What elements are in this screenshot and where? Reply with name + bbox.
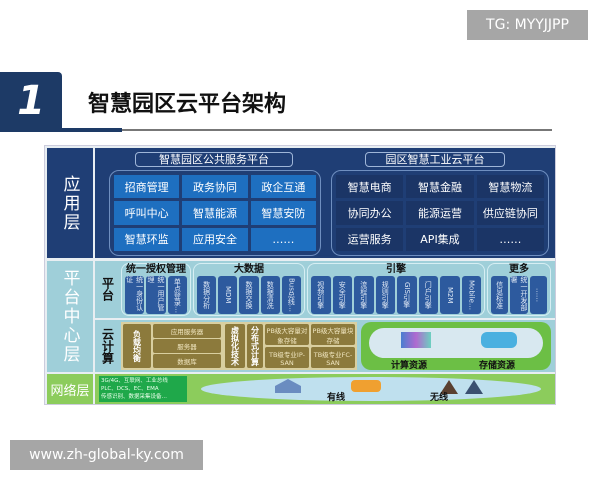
network-item: PLC、DCS、EC、EMA (101, 386, 159, 392)
virtualization: 虚拟化技术 (225, 324, 245, 368)
app-cell: …… (476, 227, 544, 251)
app-cell: 智慧电商 (336, 175, 404, 199)
app-cell: 招商管理 (114, 175, 180, 199)
layer-label-platform-center: 平台中心层 (47, 261, 93, 372)
ip-san: TB级专业IP-SAN (265, 347, 309, 368)
storage-disks-icon (481, 332, 517, 348)
platform-item: 安全引擎 (332, 276, 352, 314)
public-platform-title: 智慧园区公共服务平台 (135, 152, 293, 167)
platform-item: Bus总线… (281, 276, 302, 314)
platform-item: M2M (440, 276, 460, 314)
public-platform-grid: 招商管理政务协同政企互通呼叫中心智慧能源智慧安防智慧环监应用安全…… (109, 170, 321, 256)
resource-pool: 计算资源 存储资源 (361, 322, 551, 371)
app-cell: 供应链协同 (476, 201, 544, 225)
architecture-diagram: 应用层 平台中心层 网络层 智慧园区公共服务平台 招商管理政务协同政企互通呼叫中… (44, 145, 556, 405)
cloud-label: 云计算 (100, 328, 115, 364)
platform-label: 平台 (100, 277, 115, 301)
network-item: 3G/4G、互联网、工业总线 (101, 378, 168, 384)
wireless-label: 无线 (430, 393, 449, 403)
app-cell: 呼叫中心 (114, 201, 180, 225)
app-cell: 智慧环监 (114, 227, 180, 251)
app-cell: 智慧金融 (406, 175, 474, 199)
industrial-platform-title: 园区智慧工业云平台 (365, 152, 505, 167)
platform-item: 单点登录… (167, 276, 187, 314)
wired-label: 有线 (327, 393, 346, 403)
app-layer: 智慧园区公共服务平台 招商管理政务协同政企互通呼叫中心智慧能源智慧安防智慧环监应… (95, 148, 555, 258)
app-cell: 智慧物流 (476, 175, 544, 199)
database: 数据库 (153, 354, 221, 368)
compute-resources: 计算资源 (391, 361, 428, 371)
group-items: 信息标准统一开发部署…… (488, 276, 550, 314)
network-row: 3G/4G、互联网、工业总线 PLC、DCS、EC、EMA 传感识别、数据采集设… (95, 374, 555, 404)
platform-item: 视频引擎 (311, 276, 331, 314)
app-cell: 政务协同 (182, 175, 248, 199)
app-cell: 运营服务 (336, 227, 404, 251)
object-storage: PB级大容量对象存储 (265, 324, 309, 345)
layer-label-network: 网络层 (47, 374, 93, 404)
network-item: 传感识别、数据采集设备… (101, 394, 168, 400)
cloud-infra-box: 负载均衡 应用服务器 服务器 数据库 虚拟化技术 分布式计算 PB级大容量对象存… (121, 322, 357, 370)
app-cell: …… (250, 227, 316, 251)
slide-title: 智慧园区云平台架构 (88, 92, 287, 117)
app-cell: 智慧安防 (250, 201, 316, 225)
platform-item: 数据交换 (239, 276, 259, 314)
platform-item: 数据分析 (197, 276, 217, 314)
building-icon (275, 379, 301, 393)
fc-san: TB级专业FC-SAN (311, 347, 355, 368)
platform-item: Mobile… (461, 276, 481, 314)
platform-item: 统一开发部署 (510, 276, 528, 314)
platform-item: 统一用户管理 (146, 276, 166, 314)
platform-item: 门户引擎 (418, 276, 438, 314)
group-title: 引擎 (386, 264, 406, 275)
distributed-computing: 分布式计算 (247, 324, 263, 368)
storage-resources: 存储资源 (479, 361, 516, 371)
platform-item: 数据清洗 (260, 276, 280, 314)
group-title: 更多 (509, 264, 529, 275)
platform-item: MDM (218, 276, 238, 314)
server-rack-icon (401, 332, 431, 348)
app-cell: 应用安全 (182, 227, 248, 251)
app-cell: API集成 (406, 227, 474, 251)
title-divider-accent (0, 128, 122, 132)
group-items: 统一身份认证统一用户管理单点登录… (122, 276, 190, 314)
app-cell: 政企互通 (250, 175, 316, 199)
cloud-row: 云计算 负载均衡 应用服务器 服务器 数据库 虚拟化技术 分布式计算 PB级大容… (95, 320, 555, 372)
load-balance: 负载均衡 (123, 324, 151, 368)
group-title: 统一授权管理 (126, 264, 186, 275)
devices-icon (351, 380, 381, 392)
group-auth: 统一授权管理统一身份认证统一用户管理单点登录… (121, 263, 191, 316)
title-divider (62, 129, 552, 131)
watermark-url: www.zh-global-ky.com (10, 440, 203, 470)
platform-item: 统一身份认证 (125, 276, 145, 314)
server: 服务器 (153, 339, 221, 353)
network-list: 3G/4G、互联网、工业总线 PLC、DCS、EC、EMA 传感识别、数据采集设… (99, 376, 187, 402)
app-cell: 智慧能源 (182, 201, 248, 225)
platform-item: GIS引擎 (397, 276, 417, 314)
app-cell: 能源运营 (406, 201, 474, 225)
group-more: 更多信息标准统一开发部署…… (487, 263, 551, 316)
platform-item: 流程引擎 (354, 276, 374, 314)
app-cell: 协同办公 (336, 201, 404, 225)
group-title: 大数据 (234, 264, 264, 275)
watermark-badge: TG: MYYJJPP (467, 10, 588, 40)
layer-label-app: 应用层 (47, 148, 93, 258)
app-server: 应用服务器 (153, 324, 221, 338)
platform-item: 信息标准 (491, 276, 509, 314)
block-storage: PB级大容量块存储 (311, 324, 355, 345)
platform-item: 规则引擎 (375, 276, 395, 314)
slide-number: 1 (0, 72, 62, 130)
platform-item: …… (529, 276, 547, 314)
